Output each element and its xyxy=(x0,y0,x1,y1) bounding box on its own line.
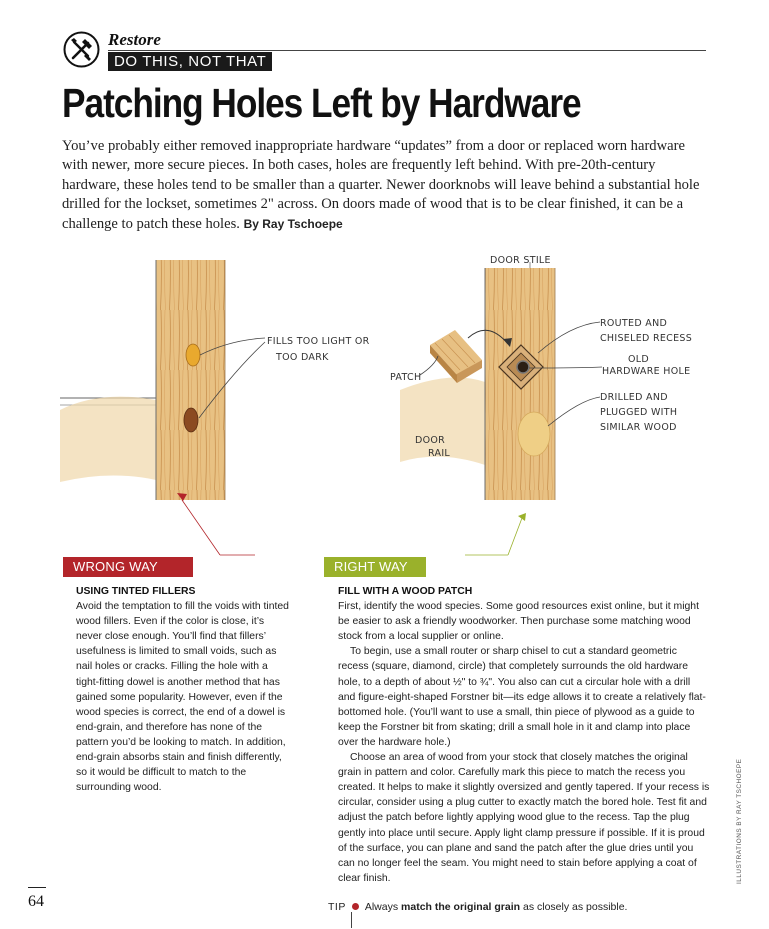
wrong-way-heading: USING TINTED FILLERS xyxy=(76,586,196,597)
wrong-way-tag: WRONG WAY xyxy=(63,557,193,577)
door-rail-label-1: DOOR xyxy=(415,435,445,446)
crossed-hammer-screwdriver-icon xyxy=(63,31,100,68)
section-name: Restore xyxy=(108,30,161,49)
tip-bullet-icon xyxy=(351,903,359,910)
patch-label: PATCH xyxy=(390,372,421,383)
right-way-column: FILL WITH A WOOD PATCH First, identify t… xyxy=(338,584,710,886)
routed-recess-label-2: CHISELED RECESS xyxy=(600,333,692,344)
door-stile-label: DOOR STILE xyxy=(490,255,551,266)
right-way-paragraph-2: To begin, use a small router or sharp ch… xyxy=(338,646,706,748)
drilled-label-2: PLUGGED WITH xyxy=(600,407,677,418)
right-way-paragraph-1: First, identify the wood species. Some g… xyxy=(338,601,699,643)
headline: Patching Holes Left by Hardware xyxy=(62,80,582,126)
drilled-label-3: SIMILAR WOOD xyxy=(600,422,677,433)
tip-emphasis: match the original grain xyxy=(401,901,521,913)
right-way-tag: RIGHT WAY xyxy=(324,557,426,577)
intro-paragraph: You’ve probably either removed inappropr… xyxy=(62,137,712,234)
illustration-credit-text: ILLUSTRATIONS BY RAY TSCHOEPE xyxy=(736,758,743,884)
page-number: 64 xyxy=(28,893,44,910)
old-hole-label-2: HARDWARE HOLE xyxy=(602,366,690,377)
header-rule xyxy=(108,50,706,51)
tip-pre: Always xyxy=(364,901,399,913)
wrong-way-body: Avoid the temptation to fill the voids w… xyxy=(76,601,289,794)
folio-rule xyxy=(28,887,46,888)
tip-label: TIP xyxy=(328,901,346,913)
right-way-paragraph-3: Choose an area of wood from your stock t… xyxy=(338,752,710,884)
door-rail-label-2: RAIL xyxy=(428,448,450,459)
right-way-heading: FILL WITH A WOOD PATCH xyxy=(338,586,473,597)
tip-rule xyxy=(351,912,352,928)
department-banner: DO THIS, NOT THAT xyxy=(108,52,273,71)
wrong-way-column: USING TINTED FILLERS Avoid the temptatio… xyxy=(76,584,291,795)
door-patch-illustration: FILLS TOO LIGHT OR TOO DARK DOOR STILE R… xyxy=(60,255,692,556)
routed-recess-label-1: ROUTED AND xyxy=(600,318,667,329)
byline: By Ray Tschoepe xyxy=(243,216,343,231)
left-callout-label-1: FILLS TOO LIGHT OR xyxy=(267,336,370,347)
left-callout-label-2: TOO DARK xyxy=(275,352,329,363)
illustration-credit: ILLUSTRATIONS BY RAY TSCHOEPE xyxy=(736,759,747,884)
right-way-door-drawing: DOOR STILE ROUTED AND CHISELED RECESS OL… xyxy=(390,255,692,556)
tip-post: as closely as possible. xyxy=(522,901,628,913)
wrong-way-door-drawing: FILLS TOO LIGHT OR TOO DARK xyxy=(60,260,370,556)
tip-line: TIP Always match the original grain as cl… xyxy=(328,901,627,913)
intro-text: You’ve probably either removed inappropr… xyxy=(62,138,700,232)
old-hole-label-1: OLD xyxy=(628,354,649,365)
drilled-label-1: DRILLED AND xyxy=(600,392,668,403)
